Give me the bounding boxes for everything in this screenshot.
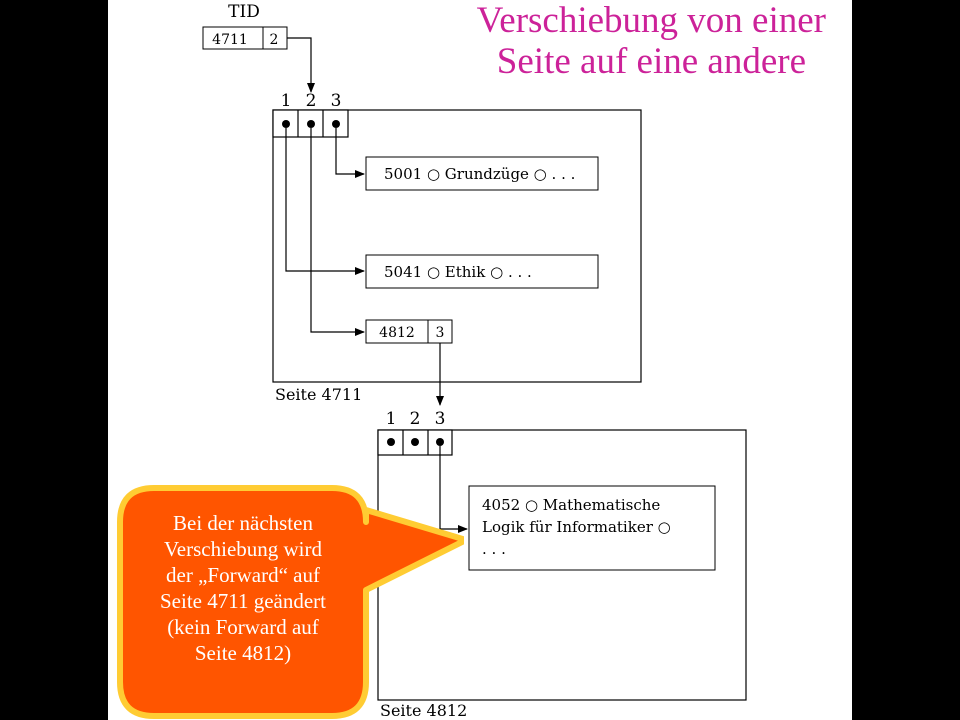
record-ethik <box>365 254 599 289</box>
slot-pointer-dot <box>307 120 315 128</box>
page-4711-slot-number: 3 <box>331 91 342 111</box>
callout-line: (kein Forward auf <box>167 615 319 639</box>
callout-line: der „Forward“ auf <box>166 563 320 587</box>
callout-line: Verschiebung wird <box>163 537 323 561</box>
pointer-slot2 <box>310 128 365 336</box>
callout-text: Bei der nächsten Verschiebung wird der „… <box>132 510 354 666</box>
record-line: 4052 ○ Mathematische <box>482 496 660 514</box>
page-4711-frame <box>272 109 642 383</box>
page-4812-slot-number: 3 <box>435 409 446 429</box>
slot-pointer-dot <box>332 120 340 128</box>
page-4711-slot-number: 1 <box>281 91 292 111</box>
record-line: . . . <box>482 540 506 558</box>
forward-tid-box <box>365 319 453 344</box>
slot-pointer-dot <box>387 438 395 446</box>
slot-pointer-dot <box>436 438 444 446</box>
callout-line: Bei der nächsten <box>173 511 313 535</box>
forward-tid-page: 4812 <box>379 325 415 341</box>
record-grundzuege-text: 5001 ○ Grundzüge ○ . . . <box>384 165 575 183</box>
page-4711-caption: Seite 4711 <box>275 385 362 404</box>
tid-label: TID <box>228 2 260 22</box>
slide: TID 4711 2 1 2 3 5001 ○ Grundzüge ○ . . … <box>108 0 852 720</box>
callout-line: Seite 4711 geändert <box>159 589 326 613</box>
callout-bubble: Bei der nächsten Verschiebung wird der „… <box>114 482 464 720</box>
callout-line: Seite 4812) <box>194 641 292 665</box>
pointer-slot3-page-4812 <box>439 446 468 533</box>
page-4812-slot-number: 1 <box>386 409 397 429</box>
forward-tid-slot: 3 <box>436 325 445 341</box>
page-4812-caption: Seite 4812 <box>380 701 467 720</box>
slot-pointer-dot <box>282 120 290 128</box>
page-move-diagram: TID 4711 2 1 2 3 5001 ○ Grundzüge ○ . . … <box>202 2 747 720</box>
pointer-slot3 <box>335 128 365 178</box>
callout-shape <box>117 485 464 719</box>
tid-slot: 2 <box>270 32 279 48</box>
slide-title-line2: Seite auf eine andere <box>496 41 806 82</box>
pointer-slot1 <box>285 128 365 275</box>
slot-pointer-dot <box>411 438 419 446</box>
tid-page: 4711 <box>212 32 248 48</box>
slide-title-line1: Verschiebung von einer <box>476 0 826 41</box>
record-mathematische-logik <box>468 485 716 571</box>
record-line: Logik für Informatiker ○ <box>482 518 671 536</box>
record-grundzuege <box>365 156 599 191</box>
page-4711-slot-number: 2 <box>306 91 317 111</box>
record-ethik-text: 5041 ○ Ethik ○ . . . <box>384 263 532 281</box>
page-4812-slot-number: 2 <box>410 409 421 429</box>
tid-arrow <box>287 37 315 93</box>
